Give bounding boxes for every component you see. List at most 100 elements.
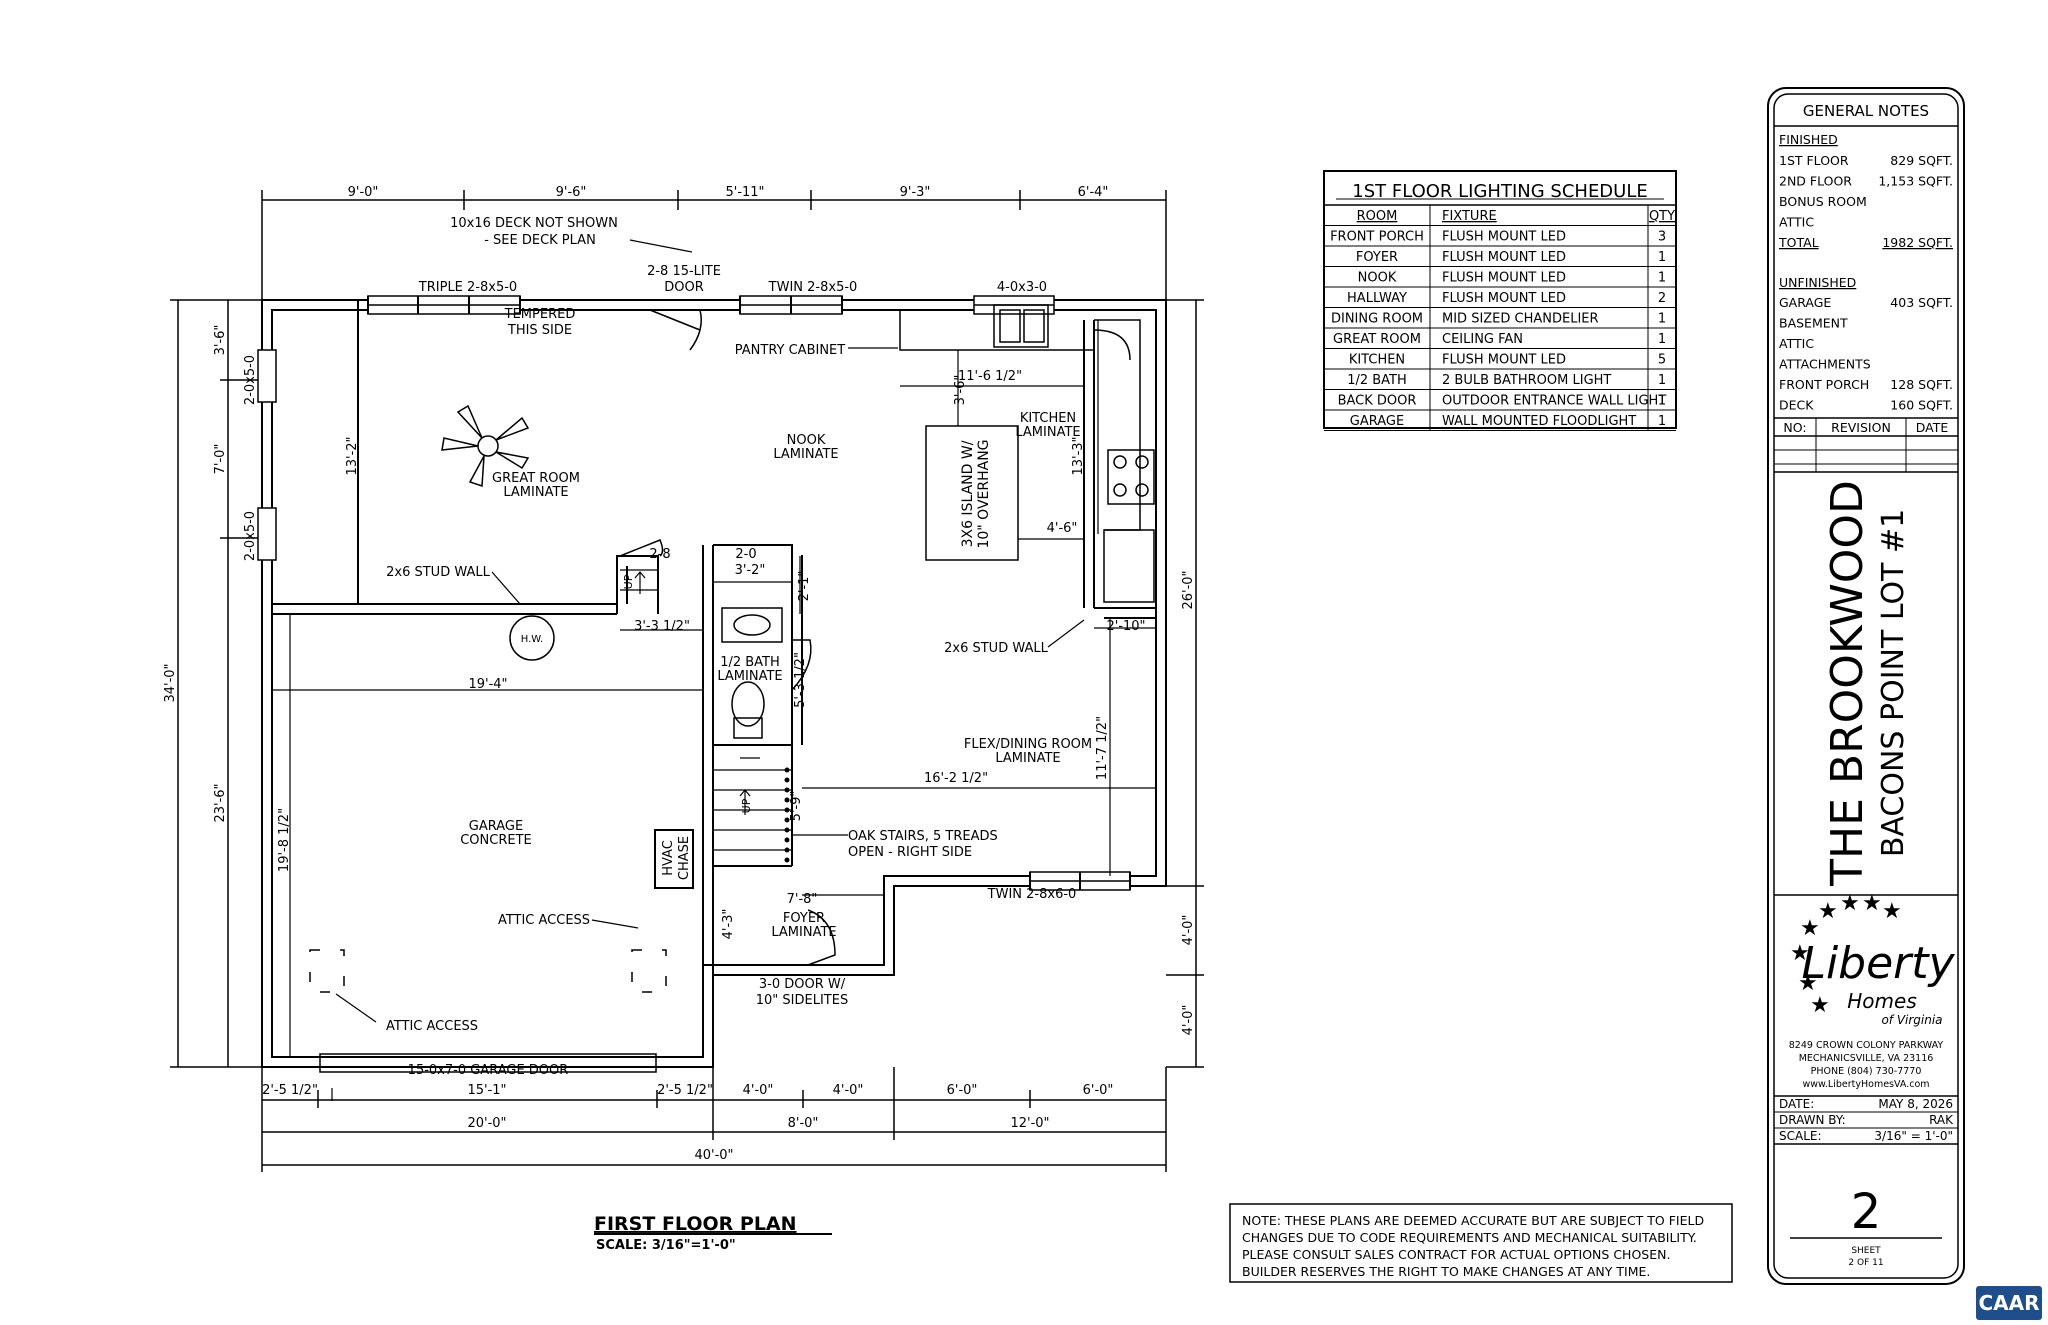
- lighting-cell: KITCHEN: [1349, 353, 1405, 368]
- label: FLEX/DINING ROOM: [964, 737, 1092, 752]
- lighting-cell: 1: [1658, 394, 1666, 409]
- label: H.W.: [521, 634, 543, 645]
- lighting-cell: 1: [1658, 312, 1666, 327]
- dim-label: 9'-3": [900, 185, 931, 200]
- refrigerator: [1103, 529, 1155, 603]
- lighting-title: 1ST FLOOR LIGHTING SCHEDULE: [1352, 181, 1648, 202]
- label: GREAT ROOM: [492, 471, 580, 486]
- label: 4'-3": [721, 909, 736, 940]
- range: [1107, 449, 1155, 505]
- svg-text:★: ★: [1790, 941, 1810, 966]
- dim-label: 4'-0": [833, 1083, 864, 1098]
- area-label: FRONT PORCH: [1779, 377, 1869, 392]
- area-label: 1ST FLOOR: [1779, 153, 1849, 168]
- lighting-cell: WALL MOUNTED FLOODLIGHT: [1442, 414, 1636, 429]
- area-value: 1,153 SQFT.: [1878, 174, 1953, 189]
- dim-label: 6'-0": [1083, 1083, 1114, 1098]
- leader-lines: [331, 239, 1085, 1101]
- lighting-cell: MID SIZED CHANDELIER: [1442, 312, 1599, 327]
- dim-label: 12'-0": [1010, 1116, 1049, 1131]
- note-box: NOTE: THESE PLANS ARE DEEMED ACCURATE BU…: [1229, 1203, 1733, 1283]
- logo-text: Liberty: [1801, 938, 1955, 989]
- label: 15-0x7-0 GARAGE DOOR: [408, 1063, 569, 1078]
- lighting-cell: FLUSH MOUNT LED: [1442, 271, 1566, 286]
- right-dimension-labels: 26'-0" 4'-0" 4'-0": [1181, 570, 1196, 1035]
- lighting-cell: 1: [1658, 332, 1666, 347]
- label: 5'-3 1/2": [793, 652, 808, 708]
- lighting-cell: FRONT PORCH: [1330, 230, 1424, 245]
- lighting-cell: 1/2 BATH: [1347, 373, 1407, 388]
- label: KITCHEN: [1020, 411, 1076, 426]
- project-lot: BACONS POINT LOT #1: [1876, 509, 1911, 857]
- address-line: www.LibertyHomesVA.com: [1802, 1079, 1929, 1090]
- label: LAMINATE: [503, 485, 568, 500]
- date-label: DATE:: [1779, 1097, 1814, 1111]
- patio-door-swing: [689, 309, 702, 351]
- svg-text:★: ★: [1798, 971, 1818, 996]
- right-dimensions: [1166, 299, 1204, 1068]
- note-line: NOTE: THESE PLANS ARE DEEMED ACCURATE BU…: [1242, 1213, 1704, 1228]
- label: LAMINATE: [995, 751, 1060, 766]
- label: 2-0x5-0: [243, 355, 258, 405]
- window-mullions: [367, 296, 1131, 890]
- area-label: BONUS ROOM: [1779, 194, 1867, 209]
- label: 16'-2 1/2": [924, 771, 988, 786]
- date-value: MAY 8, 2026: [1878, 1097, 1953, 1111]
- label: 2'-10": [1106, 619, 1145, 634]
- label: CHASE: [677, 836, 692, 880]
- doors: [619, 309, 836, 966]
- label: 2-8: [649, 547, 670, 562]
- label: 4'-6": [1047, 521, 1078, 536]
- dim-label: 15'-1": [467, 1083, 506, 1098]
- lighting-cell: 1: [1658, 271, 1666, 286]
- label: FOYER: [783, 911, 825, 926]
- top-dimension-labels: 9'-0" 9'-6" 5'-11" 9'-3" 6'-4": [348, 185, 1109, 200]
- dim-label: 4'-0": [1181, 1005, 1196, 1036]
- dim-label: 23'-6": [213, 783, 228, 822]
- label: PANTRY CABINET: [735, 343, 846, 358]
- caar-badge: CAAR: [1976, 1286, 2042, 1320]
- label: 2-8 15-LITE: [647, 264, 721, 279]
- left-dimensions: [170, 299, 262, 1068]
- drawn-label: DRAWN BY:: [1779, 1113, 1846, 1127]
- bath-fixtures: [721, 607, 783, 739]
- window-left-bot: [257, 507, 277, 561]
- label: 2x6 STUD WALL: [386, 565, 490, 580]
- kitchen-sink: [993, 304, 1049, 348]
- dim-label: 3'-6": [213, 325, 228, 356]
- address-line: 8249 CROWN COLONY PARKWAY: [1789, 1040, 1944, 1051]
- dim-label: 40'-0": [694, 1148, 733, 1163]
- label: LAMINATE: [717, 669, 782, 684]
- lighting-cell: GREAT ROOM: [1333, 332, 1421, 347]
- label: TEMPERED: [504, 307, 576, 322]
- front-door: [807, 909, 836, 966]
- label: 19'-8 1/2": [277, 808, 292, 872]
- rev-header: NO:: [1783, 420, 1806, 435]
- logo-text: Homes: [1847, 989, 1916, 1013]
- lighting-cell: 1: [1658, 414, 1666, 429]
- lighting-cell: FLUSH MOUNT LED: [1442, 291, 1566, 306]
- label: 5'-9": [789, 791, 804, 822]
- bath-door: [791, 639, 812, 691]
- top-dimensions: [261, 190, 1167, 300]
- lighting-cell: FLUSH MOUNT LED: [1442, 353, 1566, 368]
- label: 13'-3": [1071, 436, 1086, 475]
- dim-label: 9'-0": [348, 185, 379, 200]
- bottom-dimension-labels: 2'-5 1/2" 15'-1" 2'-5 1/2" 4'-0" 4'-0" 6…: [262, 1083, 1113, 1163]
- note-line: CHANGES DUE TO CODE REQUIREMENTS AND MEC…: [1242, 1230, 1697, 1245]
- plan-title-block: FIRST FLOOR PLAN SCALE: 3/16"=1'-0": [594, 1213, 832, 1253]
- label: 4-0x3-0: [997, 280, 1047, 295]
- inner-dimension-lines: [272, 310, 1156, 1057]
- svg-text:★: ★: [1818, 899, 1838, 924]
- area-value: 160 SQFT.: [1890, 398, 1953, 413]
- dim-label: 6'-0": [947, 1083, 978, 1098]
- label: - SEE DECK PLAN: [484, 233, 596, 248]
- bottom-dimensions: [261, 1067, 1167, 1172]
- label: 10x16 DECK NOT SHOWN: [450, 216, 618, 231]
- plan-title: FIRST FLOOR PLAN: [594, 1213, 797, 1235]
- windows: [257, 295, 1131, 1073]
- lighting-cell: CEILING FAN: [1442, 332, 1523, 347]
- lighting-cell: 1: [1658, 250, 1666, 265]
- label: GARAGE: [469, 819, 523, 834]
